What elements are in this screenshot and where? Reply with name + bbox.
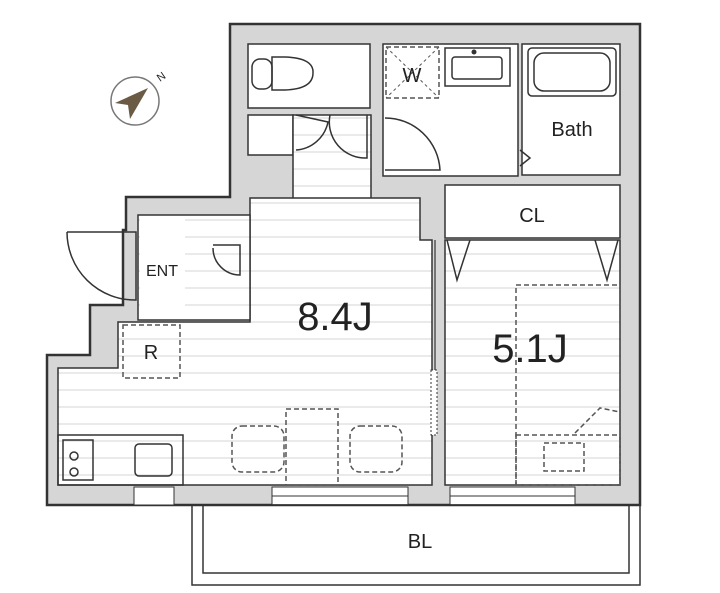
- toilet-room: [247, 43, 371, 109]
- bathtub-icon: [527, 47, 617, 97]
- compass-ring: [110, 76, 160, 126]
- compass-north-label: N: [155, 70, 168, 84]
- dining-set: [231, 408, 403, 486]
- storage: [247, 114, 294, 156]
- bathroom: [521, 43, 621, 176]
- refrigerator-label: R: [144, 342, 158, 364]
- balcony-rail: [202, 504, 630, 574]
- toilet-icon: [251, 56, 314, 91]
- entrance-label: ENT: [146, 263, 178, 280]
- washroom: [382, 43, 519, 177]
- chair: [349, 425, 403, 473]
- closet: [444, 184, 621, 239]
- compass: N: [110, 70, 168, 126]
- compass-arrow-icon: [115, 88, 148, 119]
- stove-burner-icon: [69, 451, 79, 461]
- chair: [231, 425, 285, 473]
- main-room-size-label: 8.4J: [297, 295, 373, 339]
- kitchen-sink-icon: [134, 443, 173, 477]
- dining-table: [285, 408, 339, 486]
- bed: [515, 284, 621, 486]
- washer-icon: [385, 46, 440, 99]
- refrigerator-space: [122, 324, 181, 379]
- bedroom-size-label: 5.1J: [492, 327, 568, 371]
- closet-label: CL: [519, 205, 545, 227]
- windows: [133, 486, 576, 506]
- doors: [66, 114, 619, 436]
- entrance-floor: [140, 217, 185, 318]
- bath-label: Bath: [551, 119, 592, 141]
- wash-basin-icon: [444, 47, 511, 87]
- washer-label: W: [403, 65, 422, 87]
- kitchen-counter: [57, 434, 184, 486]
- balcony-label: BL: [408, 531, 432, 553]
- stove-burner-icon: [69, 467, 79, 477]
